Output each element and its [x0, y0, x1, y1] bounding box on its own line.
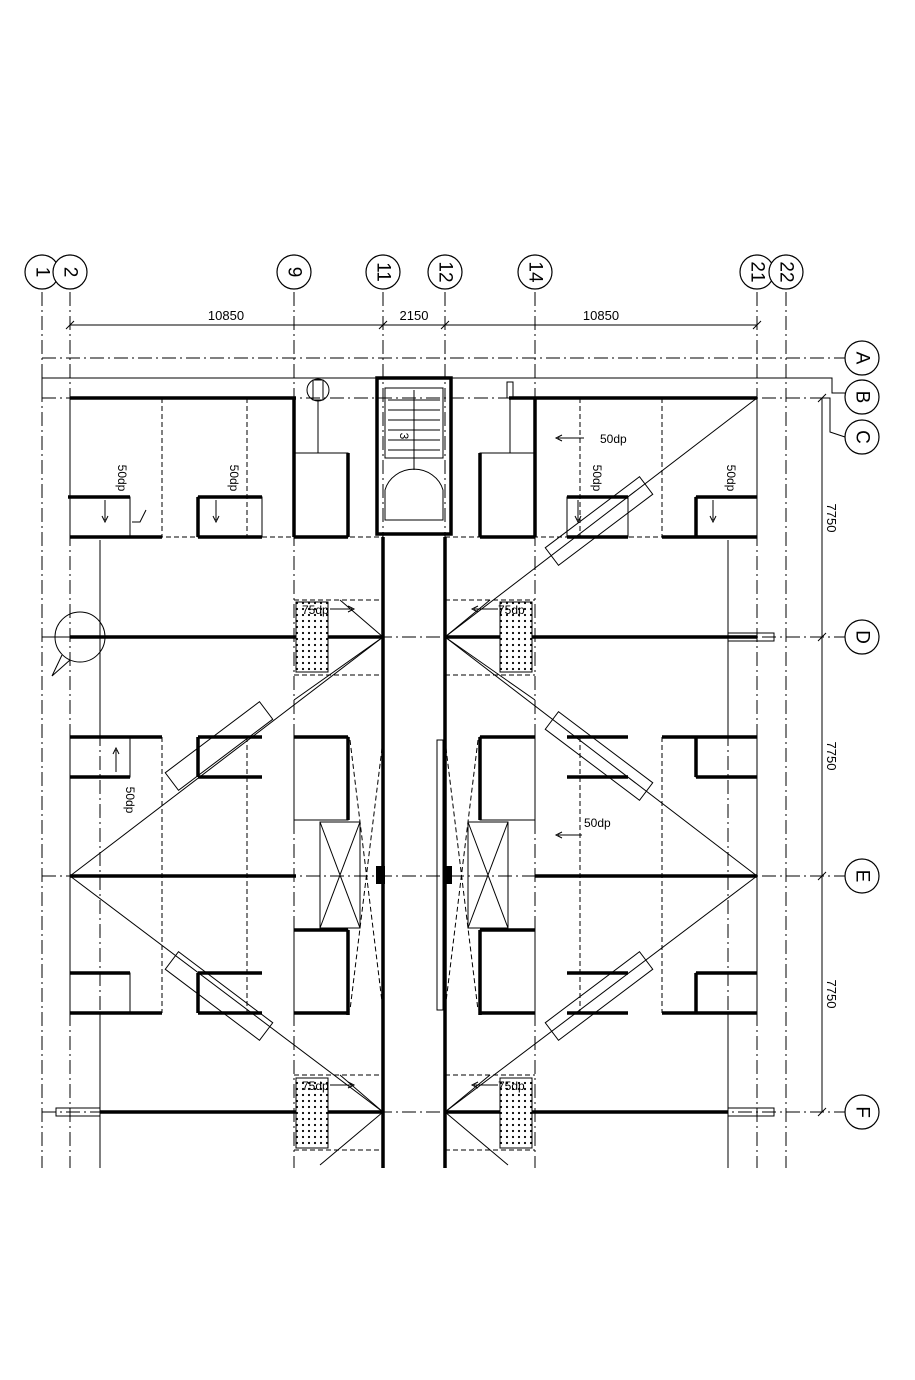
details	[51, 378, 775, 1117]
grid-bubble-F: F	[844, 1094, 880, 1130]
grid-label-12: 12	[435, 261, 456, 282]
dim-label-10850-right: 10850	[583, 308, 619, 323]
grid-bubble-C: C	[844, 419, 880, 455]
grid-bubble-2: 2	[52, 254, 88, 290]
dp75-label-2: 75dp	[498, 603, 525, 617]
grid-bubbles-top: 1 2 9 11 12 14 21 22	[24, 254, 804, 290]
grid-bubble-E: E	[844, 858, 880, 894]
hatched-pads	[295, 601, 533, 1149]
dp50-label-2: 50dp	[227, 465, 241, 492]
bracing-diagonals	[69, 397, 758, 1166]
grid-bubble-B: B	[844, 379, 880, 415]
grid-label-1: 1	[32, 267, 53, 278]
grid-bubble-12: 12	[427, 254, 463, 290]
dp50-label-5: 50dp	[724, 465, 738, 492]
stair: 3	[384, 387, 444, 521]
dim-label-7750-1: 7750	[824, 504, 839, 533]
grid-label-D: D	[852, 630, 873, 644]
grid-label-22: 22	[776, 261, 797, 282]
grid-bubbles-side: A B C D E F	[844, 340, 880, 1130]
grid-bubble-21: 21	[739, 254, 775, 290]
grid-bubble-14: 14	[517, 254, 553, 290]
dp75-label-1: 75dp	[302, 603, 329, 617]
walls	[68, 376, 757, 1168]
grid-label-E: E	[852, 870, 873, 883]
dimension-horizontal: 10850 2150 10850	[65, 308, 762, 330]
grid-label-A: A	[852, 352, 873, 365]
dp50-label-7: 50dp	[584, 816, 611, 830]
grid-bubble-9: 9	[276, 254, 312, 290]
drop-annotations: 50dp 50dp 50dp 50dp 50dp 50dp 50dp 75dp …	[101, 432, 738, 1093]
leader-B	[820, 377, 845, 394]
grid-label-C: C	[852, 430, 873, 444]
dim-label-7750-2: 7750	[824, 742, 839, 771]
grid-label-14: 14	[525, 261, 546, 283]
grid-label-B: B	[852, 391, 873, 404]
dp75-label-4: 75dp	[498, 1079, 525, 1093]
dim-label-2150: 2150	[400, 308, 429, 323]
grid-bubble-11: 11	[365, 254, 401, 290]
lift-shafts	[319, 739, 509, 1011]
grid-label-21: 21	[747, 261, 768, 282]
dp50-label-1: 50dp	[115, 465, 129, 492]
dim-label-10850-left: 10850	[208, 308, 244, 323]
grid-bubble-D: D	[844, 619, 880, 655]
stair-number: 3	[397, 433, 411, 440]
grid-label-2: 2	[60, 267, 81, 278]
grid-label-F: F	[852, 1106, 873, 1118]
dimension-vertical: 7750 7750 7750	[817, 393, 839, 1117]
dp50-label-6: 50dp	[123, 787, 137, 814]
grid-bubble-22: 22	[768, 254, 804, 290]
grid-bubble-A: A	[844, 340, 880, 376]
dp75-label-3: 75dp	[302, 1079, 329, 1093]
secondary-lines	[42, 377, 820, 1151]
dim-label-7750-3: 7750	[824, 980, 839, 1009]
grid-label-11: 11	[373, 262, 394, 282]
leader-C	[820, 397, 846, 438]
dp50-label-4: 50dp	[590, 465, 604, 492]
grid-label-9: 9	[284, 267, 305, 278]
dp50-label-3: 50dp	[600, 432, 627, 446]
